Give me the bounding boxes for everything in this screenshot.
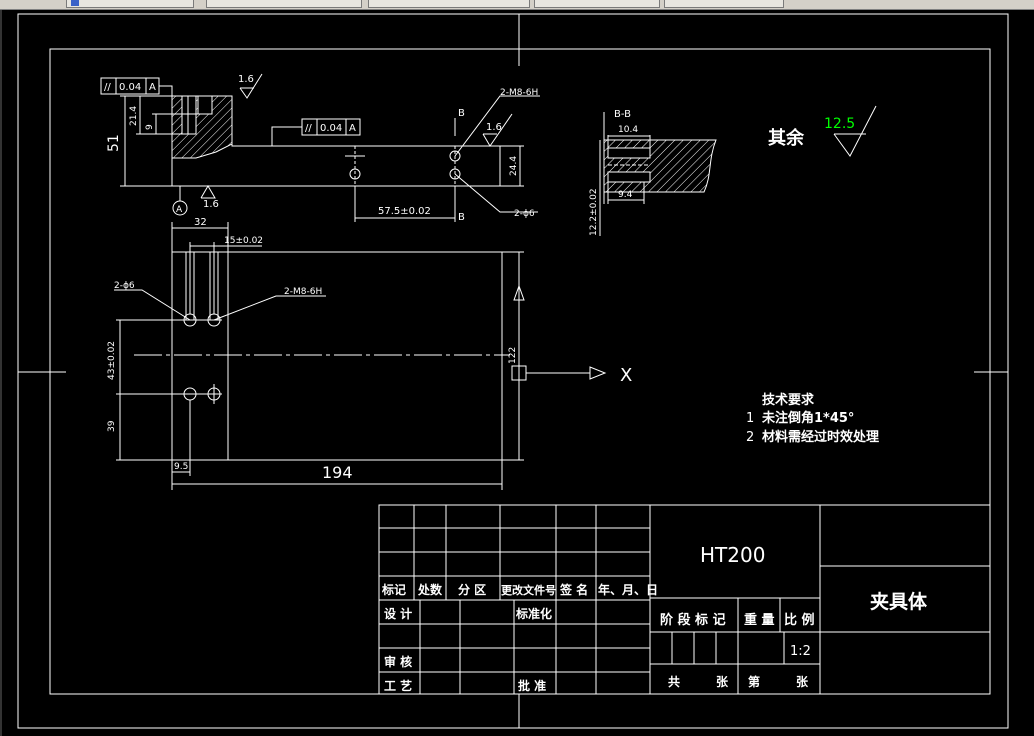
scale-value: 1:2 — [790, 644, 811, 659]
window-tab-1[interactable] — [66, 0, 194, 8]
sheets-label: 张 — [716, 674, 729, 689]
left-window-edge — [0, 10, 2, 736]
header-date: 年、月、日 — [598, 582, 658, 597]
part-name-text: 夹具体 — [870, 590, 928, 613]
dim-12-2-text: 12.2±0.02 — [589, 188, 599, 236]
roughness-mid-value: 1.6 — [486, 122, 502, 133]
ucs-y-arrow — [513, 284, 525, 301]
approve-label: 批 准 — [518, 678, 546, 693]
material-text: HT200 — [700, 543, 765, 567]
datum-circle-letter: A — [176, 205, 183, 215]
dim-9-text: 9 — [145, 124, 155, 130]
top-thread-leader — [213, 295, 326, 321]
section-mark-top: B — [458, 108, 465, 119]
front-hole-1 — [349, 168, 361, 180]
window-tab-3[interactable] — [368, 0, 530, 8]
front-hole-3 — [449, 168, 461, 180]
header-mark: 标记 — [381, 582, 406, 597]
front-section-step — [197, 95, 213, 115]
dim-21-4-text: 21.4 — [129, 106, 139, 126]
roughness-symbol-mid — [482, 113, 513, 147]
tol-symbol-mid: // — [305, 123, 312, 134]
dim-9-4-text: 9.4 — [618, 190, 633, 200]
front-hole-label: 2-ϕ6 — [514, 209, 535, 219]
window-tab-4[interactable] — [534, 0, 660, 8]
roughness-other-value: 12.5 — [824, 116, 855, 132]
window-tab-5[interactable] — [664, 0, 784, 8]
dim-15-text: 15±0.02 — [224, 236, 263, 246]
top-view — [114, 222, 607, 490]
tol-datum-mid: A — [349, 123, 356, 134]
review-label: 审 核 — [384, 654, 412, 669]
hole-leader — [454, 173, 538, 213]
section-bore-2 — [607, 171, 651, 183]
roughness-top-value: 1.6 — [238, 74, 254, 85]
dim-194-text: 194 — [322, 463, 353, 482]
roughness-bottom-value: 1.6 — [203, 199, 219, 210]
section-title: B-B — [614, 109, 631, 120]
dim-43-text: 43±0.02 — [107, 341, 117, 380]
tol-value-top: 0.04 — [119, 82, 141, 93]
total-label: 共 — [668, 674, 680, 689]
design-label: 设 计 — [384, 606, 412, 621]
window-tab-2[interactable] — [206, 0, 362, 8]
window-tab-bar — [0, 0, 1034, 10]
weight-label: 重 量 — [744, 612, 775, 628]
requirement-2-num: 2 — [746, 430, 754, 445]
table-icon — [71, 0, 79, 6]
dim-57-5-text: 57.5±0.02 — [378, 206, 431, 217]
thread-leader — [454, 95, 540, 157]
tol-value-mid: 0.04 — [320, 123, 342, 134]
roughness-other-symbol — [833, 105, 877, 157]
front-hole-2 — [449, 150, 461, 162]
front-view — [100, 73, 540, 222]
dim-24-4-text: 24.4 — [509, 156, 519, 176]
standardization-label: 标准化 — [515, 606, 552, 621]
cad-drawing-canvas[interactable]: // 0.04 A // 0.04 A 1.6 1.6 1.6 51 21.4 … — [0, 10, 1034, 736]
requirement-1-num: 1 — [746, 411, 754, 426]
header-count: 处数 — [417, 582, 443, 597]
header-change-doc: 更改文件号 — [501, 583, 556, 597]
requirements-title: 技术要求 — [762, 392, 815, 408]
title-block — [378, 504, 991, 695]
ucs-x-label: X — [620, 365, 632, 386]
dim-51-text: 51 — [106, 134, 122, 152]
tol-datum-top: A — [149, 82, 156, 93]
ucs-x-arrow — [589, 366, 607, 380]
dim-39-text: 39 — [107, 420, 117, 432]
top-thread-label: 2-M8-6H — [284, 287, 322, 297]
sheets2-label: 张 — [796, 674, 809, 689]
outer-frame — [17, 13, 1009, 729]
header-zone: 分 区 — [458, 582, 486, 597]
top-hole-leader — [114, 289, 191, 321]
section-bore-1 — [607, 147, 651, 159]
tol-symbol-top: // — [104, 82, 111, 93]
process-label: 工 艺 — [384, 678, 412, 693]
roughness-symbol-bottom — [200, 185, 216, 199]
section-mark-bottom: B — [458, 212, 465, 223]
requirement-2-text: 材料需经过时效处理 — [762, 429, 879, 445]
dim-32-text: 32 — [194, 217, 207, 228]
front-thread-label: 2-M8-6H — [500, 88, 538, 98]
ratio-label: 比 例 — [784, 612, 815, 628]
sheet-no-label: 第 — [748, 674, 760, 689]
header-signature: 签 名 — [559, 582, 588, 597]
roughness-symbol-top — [239, 73, 263, 99]
stage-mark-label: 阶 段 标 记 — [660, 612, 726, 628]
top-body-outline — [171, 251, 503, 461]
front-section-slot — [181, 95, 197, 135]
dim-9-5-text: 9.5 — [174, 462, 188, 472]
requirement-1-text: 未注倒角1*45° — [761, 410, 854, 426]
roughness-other-label: 其余 — [768, 127, 805, 149]
dim-10-4-text: 10.4 — [618, 125, 638, 135]
section-view-bb — [599, 112, 717, 236]
dim-122-text: 122 — [508, 347, 518, 364]
top-hole-label: 2-ϕ6 — [114, 281, 135, 291]
